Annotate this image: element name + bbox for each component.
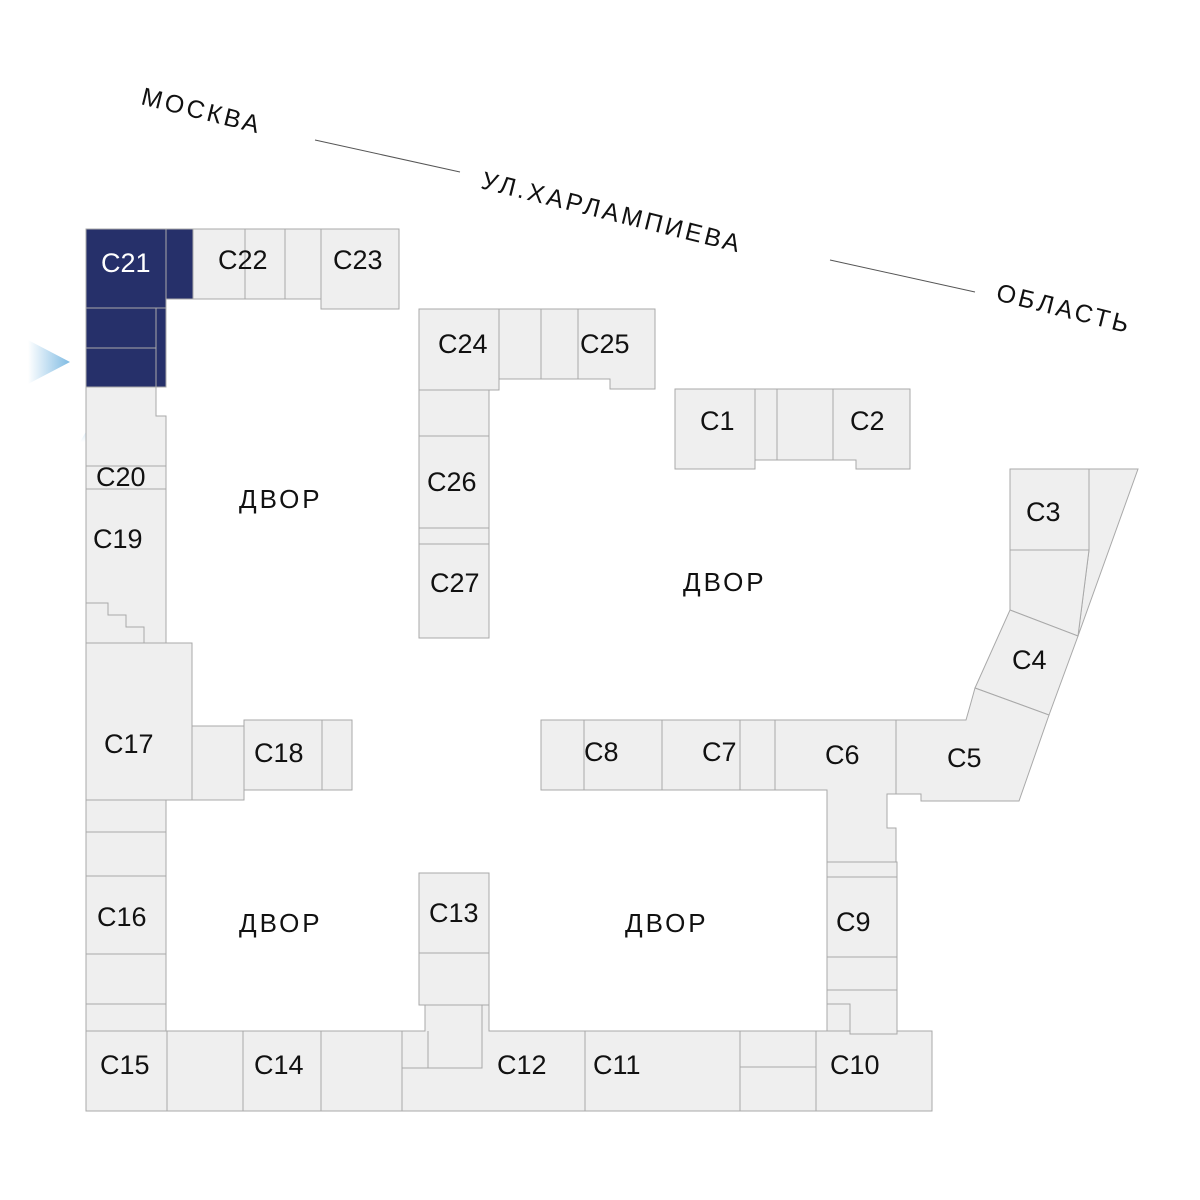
section-label-c14: C14 — [254, 1050, 304, 1080]
street-labels: МОСКВА УЛ.ХАРЛАМПИЕВА ОБЛАСТЬ — [139, 83, 1135, 340]
section-label-c11: C11 — [593, 1050, 641, 1080]
yard-label-4: ДВОР — [625, 908, 709, 938]
section-c22[interactable]: C22 — [192, 228, 286, 300]
section-c20[interactable]: C20 — [85, 386, 167, 492]
section-label-c16: C16 — [97, 902, 147, 932]
section-label-c1: C1 — [700, 406, 735, 436]
section-c21[interactable]: C21 — [85, 228, 194, 388]
section-label-c9: C9 — [836, 907, 871, 937]
section-label-c12: C12 — [497, 1050, 547, 1080]
section-c3[interactable]: C3 — [1009, 468, 1139, 637]
section-c2[interactable]: C2 — [776, 388, 911, 470]
street-line-2 — [829, 259, 976, 293]
section-label-c3: C3 — [1026, 497, 1061, 527]
street-name-label: УЛ.ХАРЛАМПИЕВА — [479, 167, 746, 259]
section-c8[interactable]: C8 — [540, 719, 663, 791]
section-label-c26: C26 — [427, 467, 477, 497]
section-label-c10: C10 — [830, 1050, 880, 1080]
street-city-label: МОСКВА — [139, 83, 266, 140]
section-c14[interactable]: C14 — [166, 1030, 403, 1112]
section-label-c22: C22 — [218, 245, 268, 275]
section-label-c25: C25 — [580, 329, 630, 359]
section-c26[interactable]: C26 — [418, 389, 490, 529]
section-c18[interactable]: C18 — [243, 719, 353, 791]
section-label-c21: C21 — [101, 248, 151, 278]
section-c7[interactable]: C7 — [661, 719, 776, 791]
section-c27[interactable]: C27 — [418, 527, 490, 639]
section-label-c20: C20 — [96, 462, 146, 492]
section-label-c4: C4 — [1012, 645, 1047, 675]
section-c15[interactable]: C15 — [85, 1030, 168, 1112]
section-label-c7: C7 — [702, 737, 737, 767]
yard-label-3: ДВОР — [239, 908, 323, 938]
section-label-c8: C8 — [584, 737, 619, 767]
section-label-c2: C2 — [850, 406, 885, 436]
section-c12[interactable]: C12 — [401, 1004, 586, 1112]
section-c4[interactable]: C4 — [974, 549, 1090, 716]
section-c25[interactable]: C25 — [540, 308, 656, 390]
section-c6[interactable]: C6 — [774, 719, 897, 863]
section-c16[interactable]: C16 — [85, 799, 167, 1032]
section-label-c6: C6 — [825, 740, 860, 770]
section-c10[interactable]: C10 — [815, 1030, 933, 1112]
section-label-c17: C17 — [104, 729, 154, 759]
section-c9[interactable]: C9 — [826, 861, 898, 1035]
section-label-c5: C5 — [947, 743, 982, 773]
section-label-c23: C23 — [333, 245, 383, 275]
section-c11[interactable]: C11 — [584, 1030, 817, 1112]
yard-labels: ДВОР ДВОР ДВОР ДВОР — [239, 484, 767, 938]
section-c5[interactable]: C5 — [895, 687, 1050, 802]
section-label-c27: C27 — [430, 568, 480, 598]
section-label-c13: C13 — [429, 898, 479, 928]
section-c1[interactable]: C1 — [674, 388, 778, 470]
street-line-1 — [314, 139, 461, 173]
section-label-c18: C18 — [254, 738, 304, 768]
section-label-c24: C24 — [438, 329, 488, 359]
section-label-c15: C15 — [100, 1050, 150, 1080]
section-c17[interactable]: C17 — [85, 642, 245, 801]
section-label-c19: C19 — [93, 524, 143, 554]
section-c24[interactable]: C24 — [418, 308, 542, 391]
section-c13[interactable]: C13 — [418, 872, 490, 1006]
section-c19[interactable]: C19 — [85, 488, 167, 644]
yard-label-1: ДВОР — [239, 484, 323, 514]
yard-label-2: ДВОР — [683, 567, 767, 597]
entry-arrow-icon — [28, 340, 70, 384]
section-c23[interactable]: C23 — [284, 228, 400, 310]
street-region-label: ОБЛАСТЬ — [994, 279, 1135, 340]
